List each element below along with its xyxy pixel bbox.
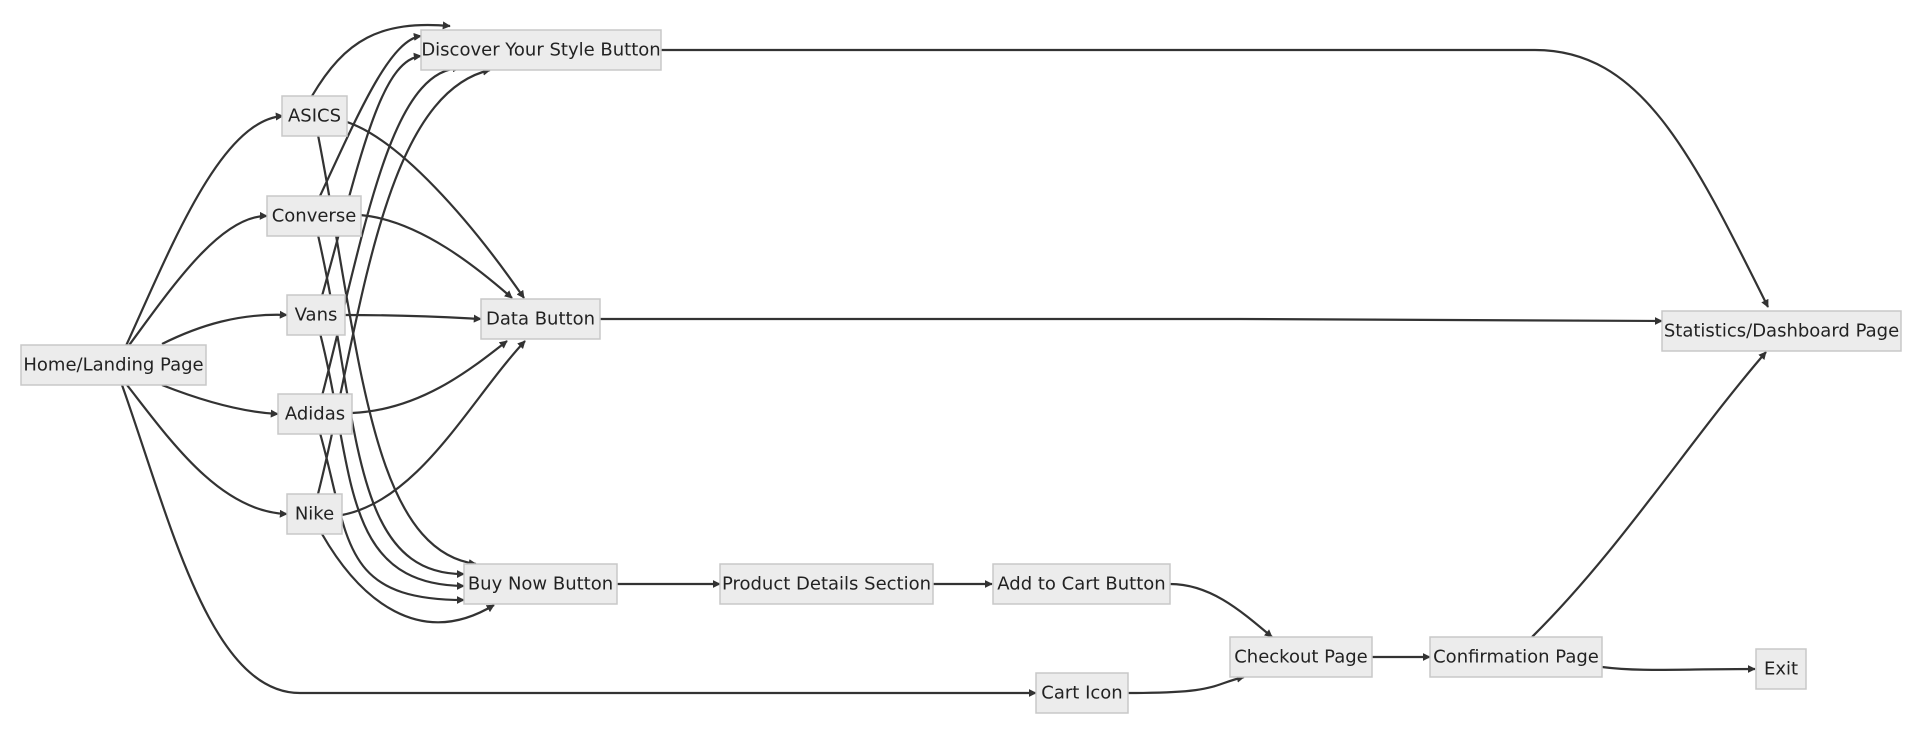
node-checkout-label: Checkout Page xyxy=(1234,647,1368,668)
node-nike-label: Nike xyxy=(295,504,334,525)
node-checkout[interactable]: Checkout Page xyxy=(1229,636,1373,678)
edge-addcart-checkout xyxy=(1169,582,1273,638)
node-addcart[interactable]: Add to Cart Button xyxy=(992,563,1171,605)
node-carticon[interactable]: Cart Icon xyxy=(1035,672,1129,714)
edge-confirm-stats xyxy=(1531,351,1767,638)
node-buynow-label: Buy Now Button xyxy=(468,574,613,595)
node-product-label: Product Details Section xyxy=(722,574,931,595)
node-confirm-label: Confirmation Page xyxy=(1433,647,1599,668)
edge-confirm-exit xyxy=(1601,665,1756,674)
node-data[interactable]: Data Button xyxy=(480,298,601,340)
edge-home-adidas xyxy=(161,383,279,418)
edge-nike-buynow xyxy=(321,533,495,624)
edge-vans-buynow xyxy=(318,332,465,590)
edges xyxy=(120,21,1769,697)
edge-asics-discover xyxy=(311,21,451,97)
edge-home-vans xyxy=(161,310,288,345)
node-stats[interactable]: Statistics/Dashboard Page xyxy=(1661,310,1902,352)
edge-vans-discover xyxy=(320,52,422,297)
node-stats-label: Statistics/Dashboard Page xyxy=(1664,321,1899,342)
node-confirm[interactable]: Confirmation Page xyxy=(1429,636,1603,678)
nodes: Home/Landing Page ASICS Converse Vans Ad… xyxy=(20,29,1902,714)
node-vans[interactable]: Vans xyxy=(286,294,346,336)
node-exit-label: Exit xyxy=(1764,659,1798,680)
edge-data-stats xyxy=(600,316,1663,325)
edge-adidas-data xyxy=(351,340,508,415)
edge-discover-stats xyxy=(661,48,1769,308)
node-adidas[interactable]: Adidas xyxy=(277,393,353,435)
edge-asics-data xyxy=(346,120,525,299)
edge-nike-data xyxy=(341,340,526,517)
edge-home-carticon xyxy=(120,384,1037,697)
node-home[interactable]: Home/Landing Page xyxy=(20,344,207,386)
edge-home-converse xyxy=(126,211,268,349)
edge-converse-data xyxy=(359,213,513,299)
edge-home-asics xyxy=(124,112,284,349)
node-converse-label: Converse xyxy=(272,206,357,227)
node-buynow[interactable]: Buy Now Button xyxy=(463,563,618,605)
node-carticon-label: Cart Icon xyxy=(1041,683,1122,704)
edge-converse-discover xyxy=(319,32,422,197)
node-asics[interactable]: ASICS xyxy=(281,95,348,137)
node-nike[interactable]: Nike xyxy=(286,493,343,535)
edge-vans-data xyxy=(344,313,482,323)
node-asics-label: ASICS xyxy=(288,106,341,127)
node-addcart-label: Add to Cart Button xyxy=(997,574,1165,595)
edge-carticon-checkout xyxy=(1127,674,1245,695)
node-vans-label: Vans xyxy=(295,305,338,326)
edge-home-nike xyxy=(126,384,288,518)
edge-adidas-buynow xyxy=(318,432,465,604)
node-data-label: Data Button xyxy=(486,309,595,330)
node-discover[interactable]: Discover Your Style Button xyxy=(420,29,662,71)
node-adidas-label: Adidas xyxy=(285,404,345,425)
node-exit[interactable]: Exit xyxy=(1755,648,1807,690)
node-discover-label: Discover Your Style Button xyxy=(421,40,660,61)
node-product[interactable]: Product Details Section xyxy=(719,563,934,605)
node-converse[interactable]: Converse xyxy=(266,195,362,237)
node-home-label: Home/Landing Page xyxy=(23,355,203,376)
